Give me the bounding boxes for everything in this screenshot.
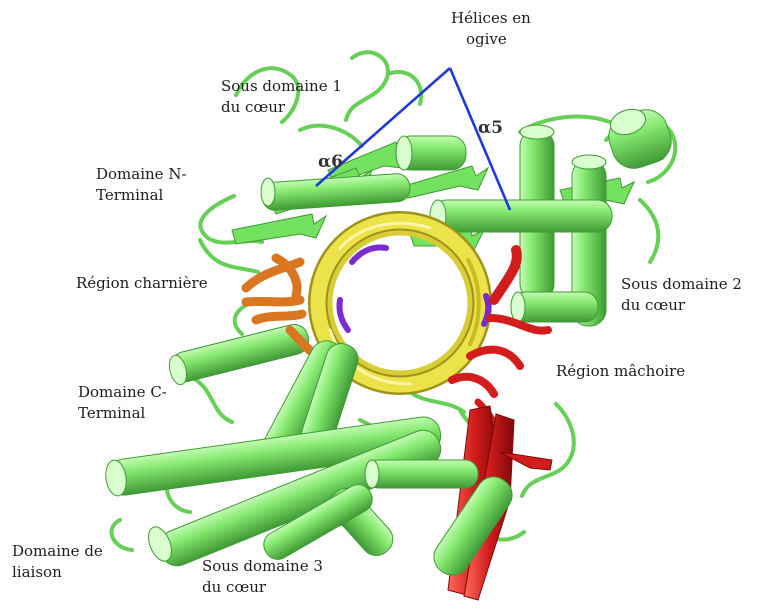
label-domaine-c-terminal: Domaine C- Terminal <box>78 382 167 424</box>
alpha5-helix-label: α5 <box>478 118 503 138</box>
label-sous-domaine-1: Sous domaine 1 du cœur <box>221 76 342 118</box>
label-region-charniere: Région charnière <box>76 273 208 294</box>
label-helices-ogive: Hélices en ogive <box>451 8 531 50</box>
label-domaine-n-terminal: Domaine N- Terminal <box>96 164 187 206</box>
alpha6-helix-label: α6 <box>318 152 343 172</box>
label-region-machoire: Région mâchoire <box>556 361 685 382</box>
label-domaine-de-liaison: Domaine de liaison <box>12 541 103 583</box>
label-sous-domaine-2: Sous domaine 2 du cœur <box>621 274 742 316</box>
label-sous-domaine-3: Sous domaine 3 du cœur <box>202 556 323 598</box>
